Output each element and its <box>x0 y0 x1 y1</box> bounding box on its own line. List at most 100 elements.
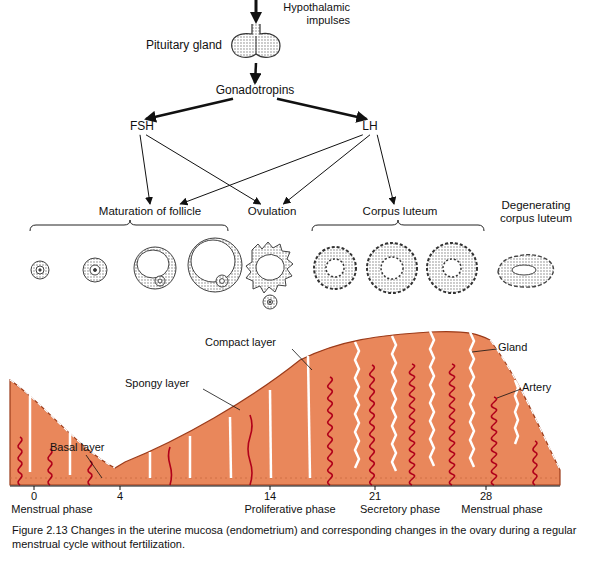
pituitary-outline <box>232 24 280 57</box>
artery <box>18 364 537 485</box>
follicle <box>137 250 169 278</box>
artery <box>370 365 375 485</box>
day-number: 14 <box>260 490 280 503</box>
corpus-luteum <box>443 259 461 277</box>
degenerating-corpus-luteum <box>498 255 554 287</box>
follicle <box>158 279 162 283</box>
figure-caption: Figure 2.13 Changes in the uterine mucos… <box>12 523 582 552</box>
layer-label: Compact layer <box>205 336 300 349</box>
artery <box>248 415 252 485</box>
ruptured-follicle <box>246 242 293 309</box>
node-label: Maturation of follicle <box>55 205 245 218</box>
gland <box>355 342 359 468</box>
leader-line <box>203 389 240 410</box>
corpus-luteum <box>314 243 477 293</box>
ovary-stage: Ovulation <box>236 205 308 218</box>
ruptured-follicle <box>246 242 293 293</box>
endometrium <box>490 340 560 470</box>
corpus-luteum <box>427 243 477 293</box>
gland <box>149 452 152 478</box>
gland <box>392 336 396 471</box>
degenerating-corpus-luteum <box>512 265 536 275</box>
hypothalamic-arrow <box>250 0 262 24</box>
node-label: Degenerating corpus luteum <box>484 199 588 225</box>
hypothalamic-arrow <box>250 12 262 24</box>
follicle <box>90 265 100 275</box>
hormone-node: LH <box>352 120 388 134</box>
node-label: Ovulation <box>236 205 308 218</box>
connector-arrow <box>146 99 233 119</box>
day-axis <box>10 486 560 490</box>
day-number: 28 <box>476 490 496 503</box>
ruptured-follicle <box>263 295 277 309</box>
follicle <box>31 261 49 279</box>
follicle <box>155 276 165 286</box>
phase-label: Menstrual phase <box>2 503 102 516</box>
follicle <box>39 269 41 271</box>
structure-label: Gland <box>498 341 548 354</box>
phase-label: Proliferative phase <box>230 503 350 516</box>
ovary-stage: Maturation of follicle <box>55 205 245 218</box>
structure-label: Artery <box>522 381 577 394</box>
follicle <box>188 238 242 292</box>
endometrium <box>10 332 560 485</box>
gland <box>189 436 192 478</box>
phase-label: Menstrual phase <box>452 503 552 516</box>
node-label: Pituitary gland <box>116 38 222 52</box>
endometrium <box>10 380 115 468</box>
leader-line <box>86 455 102 478</box>
artery <box>328 377 333 485</box>
pituitary-gland: Pituitary gland <box>228 24 284 62</box>
follicle <box>83 258 107 282</box>
connector-arrow <box>284 135 371 204</box>
follicle <box>191 240 235 282</box>
gland <box>30 331 518 478</box>
follicle <box>134 247 176 289</box>
layer-label: Basal layer <box>50 441 130 454</box>
artery <box>491 397 496 485</box>
artery <box>533 441 537 485</box>
connector-arrow <box>255 63 256 83</box>
follicle <box>31 238 242 292</box>
day-axis <box>486 486 487 490</box>
bracket <box>312 220 484 231</box>
hypothalamus-label: Hypothalamic impulses <box>258 1 350 26</box>
connector-arrow <box>180 135 362 204</box>
day-axis <box>34 486 35 490</box>
node-label: Gonadotropins <box>200 84 310 98</box>
layer-label: Spongy layer <box>125 377 215 390</box>
corpus-luteum <box>381 257 403 279</box>
gland <box>430 331 434 466</box>
artery <box>48 449 52 485</box>
gland <box>470 332 474 467</box>
follicle <box>220 279 225 284</box>
gland <box>515 380 518 444</box>
endometrium <box>10 478 560 479</box>
ruptured-follicle <box>256 254 284 280</box>
connector-arrow <box>140 135 150 204</box>
gland <box>29 392 32 472</box>
degenerating-corpus-luteum <box>498 255 554 287</box>
hormone-node: FSH <box>122 120 162 134</box>
pituitary-outline <box>256 36 257 54</box>
leader-line <box>497 389 521 398</box>
leader-line <box>86 349 521 478</box>
artery <box>18 437 22 485</box>
day-number: 0 <box>26 490 42 503</box>
phase-label: Secretory phase <box>350 503 450 516</box>
leader-line <box>292 349 312 370</box>
corpus-luteum <box>314 247 356 289</box>
connector-arrow <box>277 99 366 119</box>
leader-line <box>472 349 497 352</box>
gland <box>270 390 271 478</box>
connector-arrow <box>146 135 261 204</box>
day-axis <box>120 486 121 490</box>
artery <box>88 461 92 485</box>
node-label: Corpus luteum <box>340 205 460 218</box>
node-label: FSH <box>122 120 162 134</box>
follicle <box>216 275 228 287</box>
day-axis <box>375 486 376 490</box>
node-label: LH <box>352 120 388 134</box>
